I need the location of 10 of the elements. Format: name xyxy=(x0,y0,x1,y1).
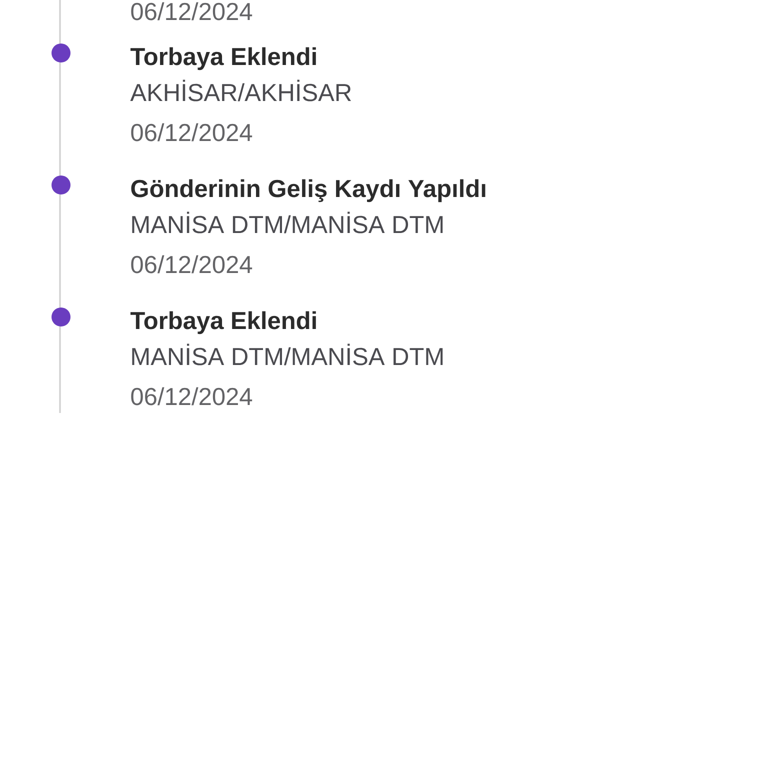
event-title: Gönderinin Geliş Kaydı Yapıldı xyxy=(131,179,486,202)
event-location: MANİSA DTM/MANİSA DTM xyxy=(132,344,443,366)
event-location: AKHİSAR/AKHİSAR xyxy=(130,80,351,102)
event-date: 06/12/2024 xyxy=(131,2,252,20)
event-date: 06/12/2024 xyxy=(131,255,252,274)
event-title: Torbaya Eklendi xyxy=(130,47,316,70)
event-title: Torbaya Eklendi xyxy=(130,311,316,334)
event-date: 06/12/2024 xyxy=(131,387,252,406)
event-date: 06/12/2024 xyxy=(131,123,252,142)
event-location: MANİSA DTM/MANİSA DTM xyxy=(132,212,443,234)
